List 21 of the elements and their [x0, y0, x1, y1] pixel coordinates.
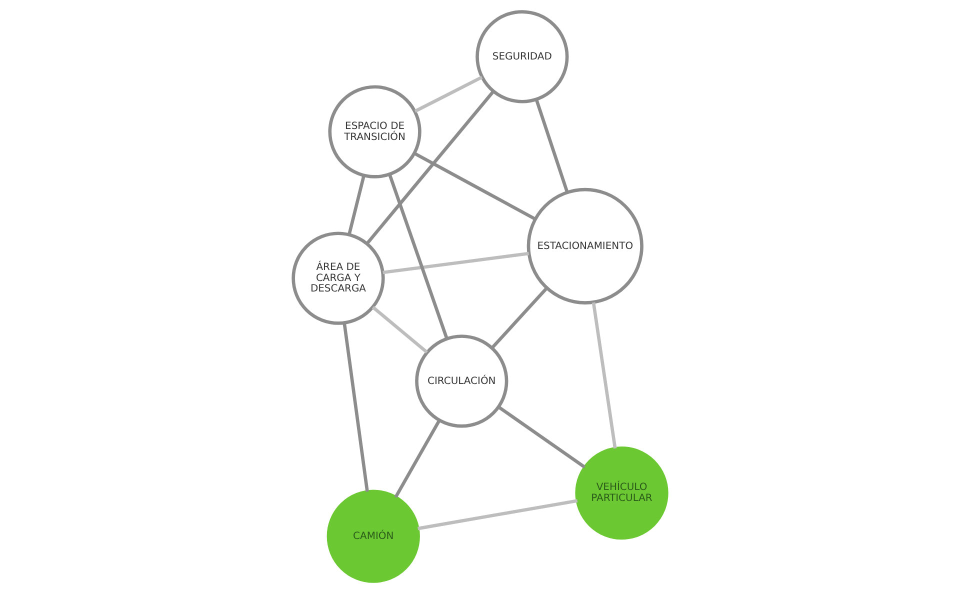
node-circle: ÁREA DE CARGA Y DESCARGA	[292, 232, 385, 325]
connector	[490, 287, 548, 350]
node-circle: CAMIÓN	[326, 490, 420, 583]
connector	[342, 322, 369, 492]
connector	[372, 306, 428, 354]
connector	[498, 406, 586, 468]
connector	[348, 175, 366, 236]
node-circle: SEGURIDAD	[476, 10, 569, 104]
connector	[382, 252, 530, 274]
node-circle: ESTACIONAMIENTO	[526, 188, 644, 304]
connector	[388, 174, 448, 340]
node-circle: VEHÍCULO PARTICULAR	[575, 446, 668, 540]
connector	[592, 302, 617, 449]
connector	[534, 98, 569, 193]
connector	[366, 90, 495, 245]
connector	[414, 152, 536, 220]
node-circle: ESPACIO DE TRANSICIÓN	[328, 85, 422, 178]
connector	[394, 420, 441, 498]
connector	[418, 499, 578, 530]
connector	[414, 76, 483, 113]
node-circle: CIRCULACIÓN	[415, 334, 508, 428]
